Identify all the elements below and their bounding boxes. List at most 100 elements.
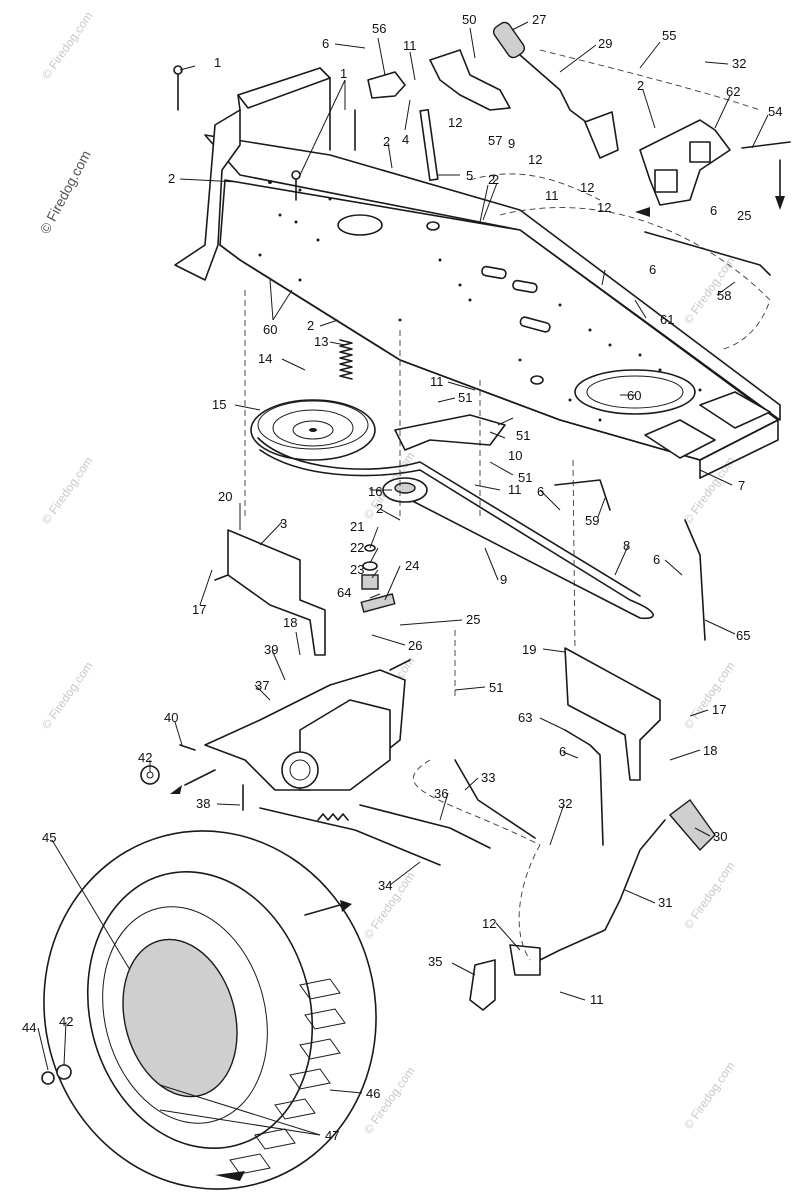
callout-label: 6 <box>537 484 544 499</box>
callout-label: 1 <box>214 55 221 70</box>
callout-label: 38 <box>196 796 210 811</box>
callout-label: 23 <box>350 562 364 577</box>
callout-label: 6 <box>649 262 656 277</box>
watermark-repeat: © Firedog.com <box>681 859 738 932</box>
callout-label: 5 <box>466 168 473 183</box>
callout-label: 39 <box>264 642 278 657</box>
callout-label: 51 <box>516 428 530 443</box>
callout-label: 46 <box>366 1086 380 1101</box>
callout-label: 47 <box>325 1128 339 1143</box>
callout-label: 25 <box>466 612 480 627</box>
callout-label: 20 <box>218 489 232 504</box>
callout-label: 12 <box>448 115 462 130</box>
callout-label: 65 <box>736 628 750 643</box>
callout-label: 6 <box>322 36 329 51</box>
callout-label: 8 <box>623 538 630 553</box>
callout-label: 62 <box>726 84 740 99</box>
callout-label: 58 <box>717 288 731 303</box>
callout-label: 12 <box>580 180 594 195</box>
watermark-main: © Firedog.com <box>37 148 94 237</box>
callout-label: 13 <box>314 334 328 349</box>
callout-label: 2 <box>307 318 314 333</box>
callout-label: 16 <box>368 484 382 499</box>
callout-label: 36 <box>434 786 448 801</box>
callout-label: 3 <box>280 516 287 531</box>
callout-label: 31 <box>658 895 672 910</box>
watermark-repeat: © Firedog.com <box>681 1059 738 1132</box>
watermark-repeat: © Firedog.com <box>681 659 738 732</box>
callout-label: 34 <box>378 878 392 893</box>
callout-label: 17 <box>192 602 206 617</box>
callout-label: 14 <box>258 351 272 366</box>
callout-label: 11 <box>430 374 444 389</box>
tractor-frame <box>174 49 781 479</box>
callout-label: 11 <box>508 482 522 497</box>
callout-label: 7 <box>738 478 745 493</box>
watermark-repeat: © Firedog.com <box>681 454 738 527</box>
callout-label: 2 <box>637 78 644 93</box>
callout-label: 59 <box>585 513 599 528</box>
callout-label: 11 <box>403 38 417 53</box>
callout-label: 60 <box>627 388 641 403</box>
callout-label: 29 <box>598 36 612 51</box>
callout-label: 33 <box>481 770 495 785</box>
watermark-repeat: © Firedog.com <box>39 659 96 732</box>
callout-label: 10 <box>508 448 522 463</box>
callout-label: 25 <box>737 208 751 223</box>
callout-label: 51 <box>518 470 532 485</box>
callout-label: 18 <box>283 615 297 630</box>
callout-label: 1 <box>340 66 347 81</box>
callout-label: 2 <box>492 172 499 187</box>
watermark-repeat: © Firedog.com <box>39 9 96 82</box>
rear-tire-group <box>41 765 377 1190</box>
callout-label: 6 <box>710 203 717 218</box>
pedal-linkage-group <box>244 290 716 1011</box>
callout-label: 9 <box>500 572 507 587</box>
callout-label: 64 <box>337 585 351 600</box>
callout-label: 55 <box>662 28 676 43</box>
callout-label: 54 <box>768 104 782 119</box>
callout-label: 27 <box>532 12 546 27</box>
callout-label: 9 <box>508 136 515 151</box>
callout-label: 44 <box>22 1020 36 1035</box>
callout-label: 51 <box>489 680 503 695</box>
transaxle-group <box>170 529 661 811</box>
callout-label: 60 <box>263 322 277 337</box>
callout-label: 2 <box>168 171 175 186</box>
callout-label: 45 <box>42 830 56 845</box>
callout-label: 21 <box>350 519 364 534</box>
callout-label: 2 <box>376 501 383 516</box>
callout-label: 6 <box>559 744 566 759</box>
callout-label: 12 <box>528 152 542 167</box>
callout-label: 2 <box>383 134 390 149</box>
callout-label: 24 <box>405 558 419 573</box>
callout-label: 40 <box>164 710 178 725</box>
callout-label: 57 <box>488 133 502 148</box>
callout-label: 12 <box>597 200 611 215</box>
callout-label: 4 <box>402 132 409 147</box>
callout-label: 12 <box>482 916 496 931</box>
callout-label: 11 <box>545 188 559 203</box>
pulley-belt-group <box>250 339 706 641</box>
callout-labels: 1 1 6 56 11 50 27 29 55 32 2 62 54 4 12 … <box>22 12 782 1143</box>
callout-label: 26 <box>408 638 422 653</box>
callout-label: 17 <box>712 702 726 717</box>
callout-label: 32 <box>732 56 746 71</box>
callout-label: 51 <box>458 390 472 405</box>
callout-label: 42 <box>138 750 152 765</box>
callout-label: 18 <box>703 743 717 758</box>
callout-label: 42 <box>59 1014 73 1029</box>
callout-label: 19 <box>522 642 536 657</box>
callout-label: 22 <box>350 540 364 555</box>
callout-label: 63 <box>518 710 532 725</box>
callout-label: 61 <box>660 312 674 327</box>
watermark-repeat: © Firedog.com <box>39 454 96 527</box>
callout-label: 11 <box>590 992 604 1007</box>
callout-label: 35 <box>428 954 442 969</box>
callout-label: 2 <box>488 172 495 187</box>
callout-label: 50 <box>462 12 476 27</box>
callout-label: 15 <box>212 397 226 412</box>
callout-label: 56 <box>372 21 386 36</box>
callout-label: 32 <box>558 796 572 811</box>
